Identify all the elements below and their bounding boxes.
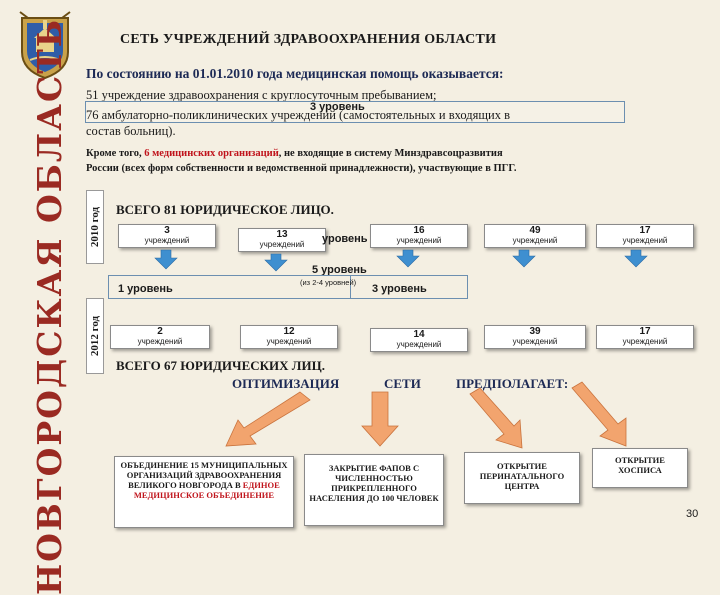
total-2010: ВСЕГО 81 ЮРИДИЧЕСКОЕ ЛИЦО.: [116, 202, 334, 217]
box-2010-level4: 49 учреждений: [484, 224, 586, 248]
action-hospice: ОТКРЫТИЕ ХОСПИСА: [592, 448, 688, 488]
level-3-bottom-frame: [350, 275, 468, 299]
optimization-arrows: [225, 381, 627, 449]
box-2012-level5: 17 учреждений: [596, 325, 694, 349]
box-2012-level1-num: 2: [157, 326, 163, 337]
year-2010-label: 2010 год: [86, 190, 104, 264]
action-merge-highlight: ЕДИНОЕ МЕДИЦИНСКОЕ ОБЪЕДИНЕНИЕ: [133, 480, 280, 500]
box-2012-level4-label: учреждений: [512, 337, 558, 346]
box-2012-level2-label: учреждений: [266, 337, 312, 346]
network-word: СЕТИ: [384, 376, 421, 391]
intro-line1: 51 учреждение здравоохранения с круглосу…: [86, 88, 437, 102]
action-perinatal-text: ОТКРЫТИЕ ПЕРИНАТАЛЬНОГО ЦЕНТРА: [479, 461, 565, 491]
level-1-label: 1 уровень: [118, 283, 173, 295]
box-2012-level4: 39 учреждений: [484, 325, 586, 349]
level-3-overlay-label: 3 уровень: [310, 101, 365, 113]
action-merge-text: ОБЪЕДИНЕНИЕ 15 МУНИЦИПАЛЬНЫХ ОРГАНИЗАЦИЙ…: [120, 460, 288, 490]
arrow-down-1: [154, 249, 178, 270]
box-2010-level3-num: 16: [413, 225, 425, 236]
box-2010-level1-label: учреждений: [144, 236, 190, 245]
extra-line1-part-b: , не входящие в систему Минздравсоцразви…: [278, 148, 503, 159]
arrow-down-2: [264, 253, 288, 272]
level-5-label: 5 уровень: [312, 264, 367, 276]
year-2012-label: 2012 год: [86, 298, 104, 374]
extra-line2: России (всех форм собственности и ведомс…: [86, 163, 517, 174]
box-2012-level2-num: 12: [283, 326, 295, 337]
box-2010-level4-label: учреждений: [512, 236, 558, 245]
arrow-to-action-4: [571, 381, 627, 447]
box-2010-level2-num: 13: [276, 229, 288, 240]
action-close-faps-text: ЗАКРЫТИЕ ФАПОВ С ЧИСЛЕННОСТЬЮ ПРИКРЕПЛЕН…: [309, 463, 439, 503]
arrow-down-3: [396, 249, 420, 268]
box-2010-level3-label: учреждений: [396, 236, 442, 245]
box-2012-level2: 12 учреждений: [240, 325, 338, 349]
coat-of-arms-icon: [19, 11, 71, 80]
optimization-word: ОПТИМИЗАЦИЯ: [232, 376, 340, 391]
arrow-down-5: [624, 249, 648, 268]
implies-word: ПРЕДПОЛАГАЕТ:: [456, 376, 569, 391]
box-2012-level1-label: учреждений: [137, 337, 183, 346]
box-2012-level5-num: 17: [639, 326, 651, 337]
box-2010-level1-num: 3: [164, 225, 170, 236]
box-2012-level1: 2 учреждений: [110, 325, 210, 349]
box-2012-level3-label: учреждений: [396, 340, 442, 349]
box-2010-level5-label: учреждений: [622, 236, 668, 245]
box-2012-level5-label: учреждений: [622, 337, 668, 346]
level-note: (из 2-4 уровней): [300, 278, 357, 287]
overlap-level-label: уровень: [322, 233, 368, 245]
arrow-to-action-2: [361, 391, 399, 447]
action-perinatal-center: ОТКРЫТИЕ ПЕРИНАТАЛЬНОГО ЦЕНТРА: [464, 452, 580, 504]
level-arrows: [154, 249, 648, 272]
extra-line1-highlight: 6 медицинских организаций: [144, 148, 279, 159]
action-close-faps: ЗАКРЫТИЕ ФАПОВ С ЧИСЛЕННОСТЬЮ ПРИКРЕПЛЕН…: [304, 454, 444, 526]
level-3-bottom-label: 3 уровень: [372, 283, 427, 295]
box-2010-level3: 16 учреждений: [370, 224, 468, 248]
box-2010-level2-label: учреждений: [259, 240, 305, 249]
arrow-to-action-1: [225, 391, 311, 447]
page-title: СЕТЬ УЧРЕЖДЕНИЙ ЗДРАВООХРАНЕНИЯ ОБЛАСТИ: [120, 32, 497, 47]
box-2012-level4-num: 39: [529, 326, 541, 337]
extra-line1-part-a: Кроме того,: [86, 148, 145, 159]
box-2010-level4-num: 49: [529, 225, 541, 236]
action-hospice-text: ОТКРЫТИЕ ХОСПИСА: [615, 455, 665, 475]
box-2010-level2: 13 учреждений: [238, 228, 326, 252]
box-2010-level5-num: 17: [639, 225, 651, 236]
box-2012-level3: 14 учреждений: [370, 328, 468, 352]
page-number: 30: [686, 508, 699, 520]
total-2012: ВСЕГО 67 ЮРИДИЧЕСКИХ ЛИЦ.: [116, 358, 325, 373]
level-3-frame: [85, 101, 625, 123]
box-2010-level5: 17 учреждений: [596, 224, 694, 248]
intro-line2: 76 амбулаторно-поликлинических учреждени…: [86, 108, 510, 122]
action-merge: ОБЪЕДИНЕНИЕ 15 МУНИЦИПАЛЬНЫХ ОРГАНИЗАЦИЙ…: [114, 456, 294, 528]
arrow-down-4: [512, 249, 536, 268]
box-2012-level3-num: 14: [413, 329, 425, 340]
intro-lead: По состоянию на 01.01.2010 года медицинс…: [86, 66, 504, 81]
arrow-to-action-3: [469, 387, 523, 449]
intro-line3: состав больниц).: [86, 124, 176, 138]
extra-line1: Кроме того, 6 медицинских организаций, н…: [86, 148, 503, 159]
box-2010-level1: 3 учреждений: [118, 224, 216, 248]
